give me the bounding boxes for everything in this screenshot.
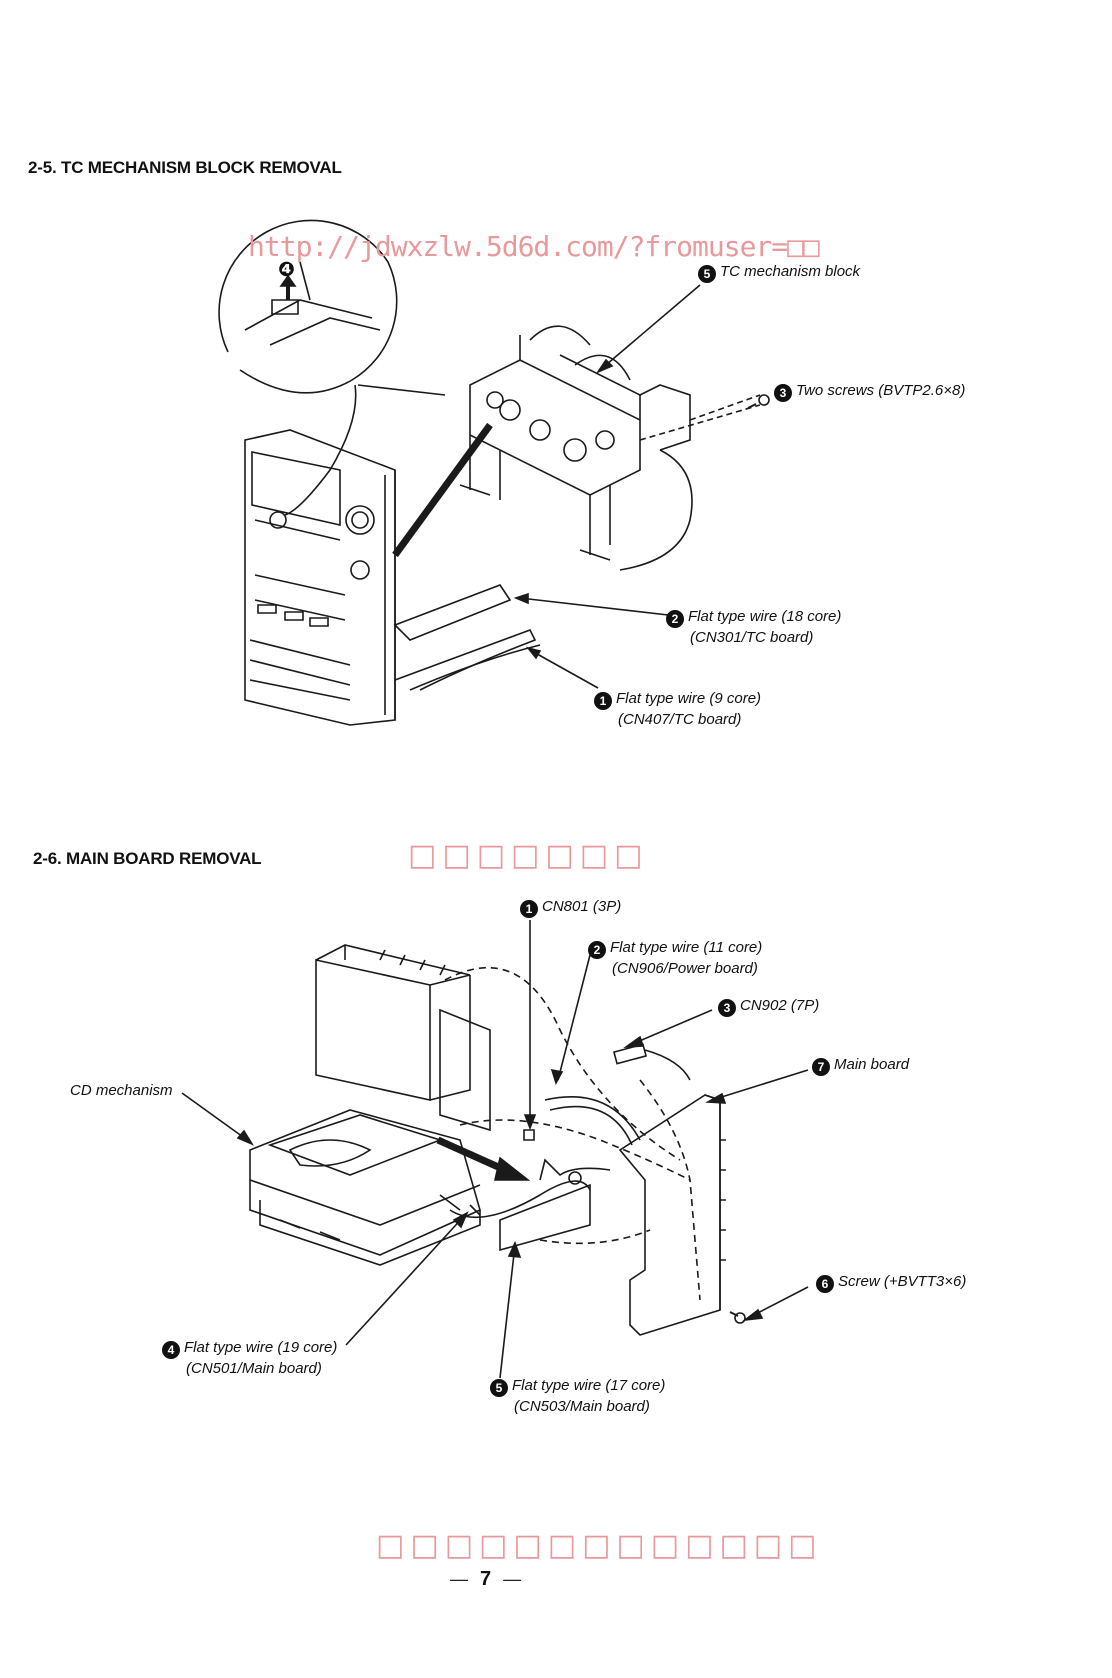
step-number-badge: 5	[698, 265, 716, 283]
main-board-figure	[182, 920, 808, 1378]
tc-mechanism-figure	[219, 220, 769, 725]
callout-label: Main board	[834, 1056, 910, 1073]
callout-label: CD mechanism	[70, 1082, 173, 1099]
section-heading-tc-mechanism: 2-5. TC MECHANISM BLOCK REMOVAL	[28, 158, 342, 177]
step-number-badge: 7	[812, 1058, 830, 1076]
step-number-badge: 1	[594, 692, 612, 710]
page-number: 7	[480, 1568, 492, 1590]
step-number-badge: 6	[816, 1275, 834, 1293]
screw-icon	[748, 395, 769, 408]
page-dash-right: —	[503, 1569, 522, 1589]
section-heading-main-board: 2-6. MAIN BOARD REMOVAL	[33, 849, 262, 868]
callout-label: Two screws (BVTP2.6×8)	[796, 382, 966, 399]
callout-label: Flat type wire (11 core)	[610, 939, 763, 956]
page-dash-left: —	[450, 1569, 468, 1589]
callout-sublabel: (CN503/Main board)	[514, 1398, 650, 1415]
callout-label: TC mechanism block	[720, 263, 861, 280]
callout-sublabel: (CN906/Power board)	[612, 960, 758, 977]
step-number-badge: 3	[718, 999, 736, 1017]
callout-sublabel: (CN501/Main board)	[186, 1360, 322, 1377]
step-number-badge: 5	[490, 1379, 508, 1397]
callout-sublabel: (CN301/TC board)	[690, 629, 814, 646]
step-number-badge: 2	[588, 941, 606, 959]
callout-label: Flat type wire (9 core)	[616, 690, 762, 707]
callout-label: Flat type wire (18 core)	[688, 608, 842, 625]
step-number-badge: 1	[520, 900, 538, 918]
callout-sublabel: (CN407/TC board)	[618, 711, 742, 728]
callout-cd-mechanism: CD mechanism	[70, 1081, 173, 1100]
watermark-url: http://jdwxzlw.5d6d.com/?fromuser=□□	[248, 230, 820, 263]
callout-label: CN902 (7P)	[740, 997, 820, 1014]
step-number-badge: ❹	[278, 259, 295, 281]
step-number-badge: 3	[774, 384, 792, 402]
callout-step-4-marker: ❹	[278, 259, 299, 281]
callout-label: CN801 (3P)	[542, 898, 622, 915]
step-number-badge: 2	[666, 610, 684, 628]
screw-icon	[730, 1312, 745, 1323]
callout-label: Flat type wire (17 core)	[512, 1377, 666, 1394]
watermark-bottom: □□□□□□□□□□□□□	[376, 1528, 823, 1563]
callout-label: Screw (+BVTT3×6)	[838, 1273, 967, 1290]
watermark-middle: □□□□□□□	[408, 838, 649, 873]
step-number-badge: 4	[162, 1341, 180, 1359]
callout-label: Flat type wire (19 core)	[184, 1339, 338, 1356]
page-footer: — 7 —	[450, 1568, 521, 1591]
